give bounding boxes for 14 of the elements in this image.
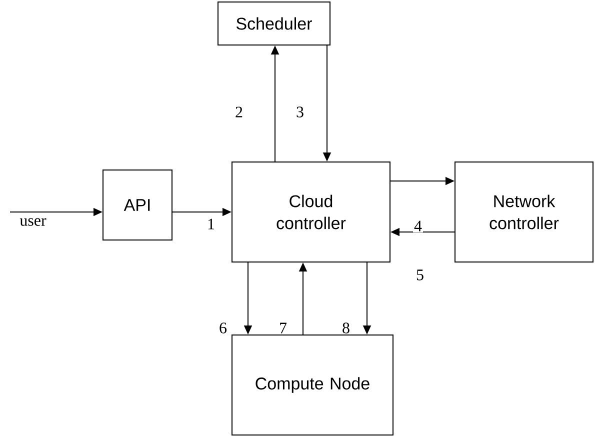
edge-label: 2 [234,106,244,118]
edge-label: user [18,217,48,227]
process-box: Compute Node [232,334,394,436]
edge-label: 4 [413,220,423,232]
process-box: Cloud controller [232,162,390,262]
number-label: 5 [416,270,424,280]
edge-label: 8 [341,322,351,334]
edge-label: 1 [206,218,216,230]
edge-label: 6 [218,322,228,334]
process-box: Scheduler [218,2,330,46]
edge-label: 7 [278,322,288,334]
process-box: Network controller [454,162,594,262]
process-box: API [102,170,172,240]
edge-label: 3 [295,106,305,118]
